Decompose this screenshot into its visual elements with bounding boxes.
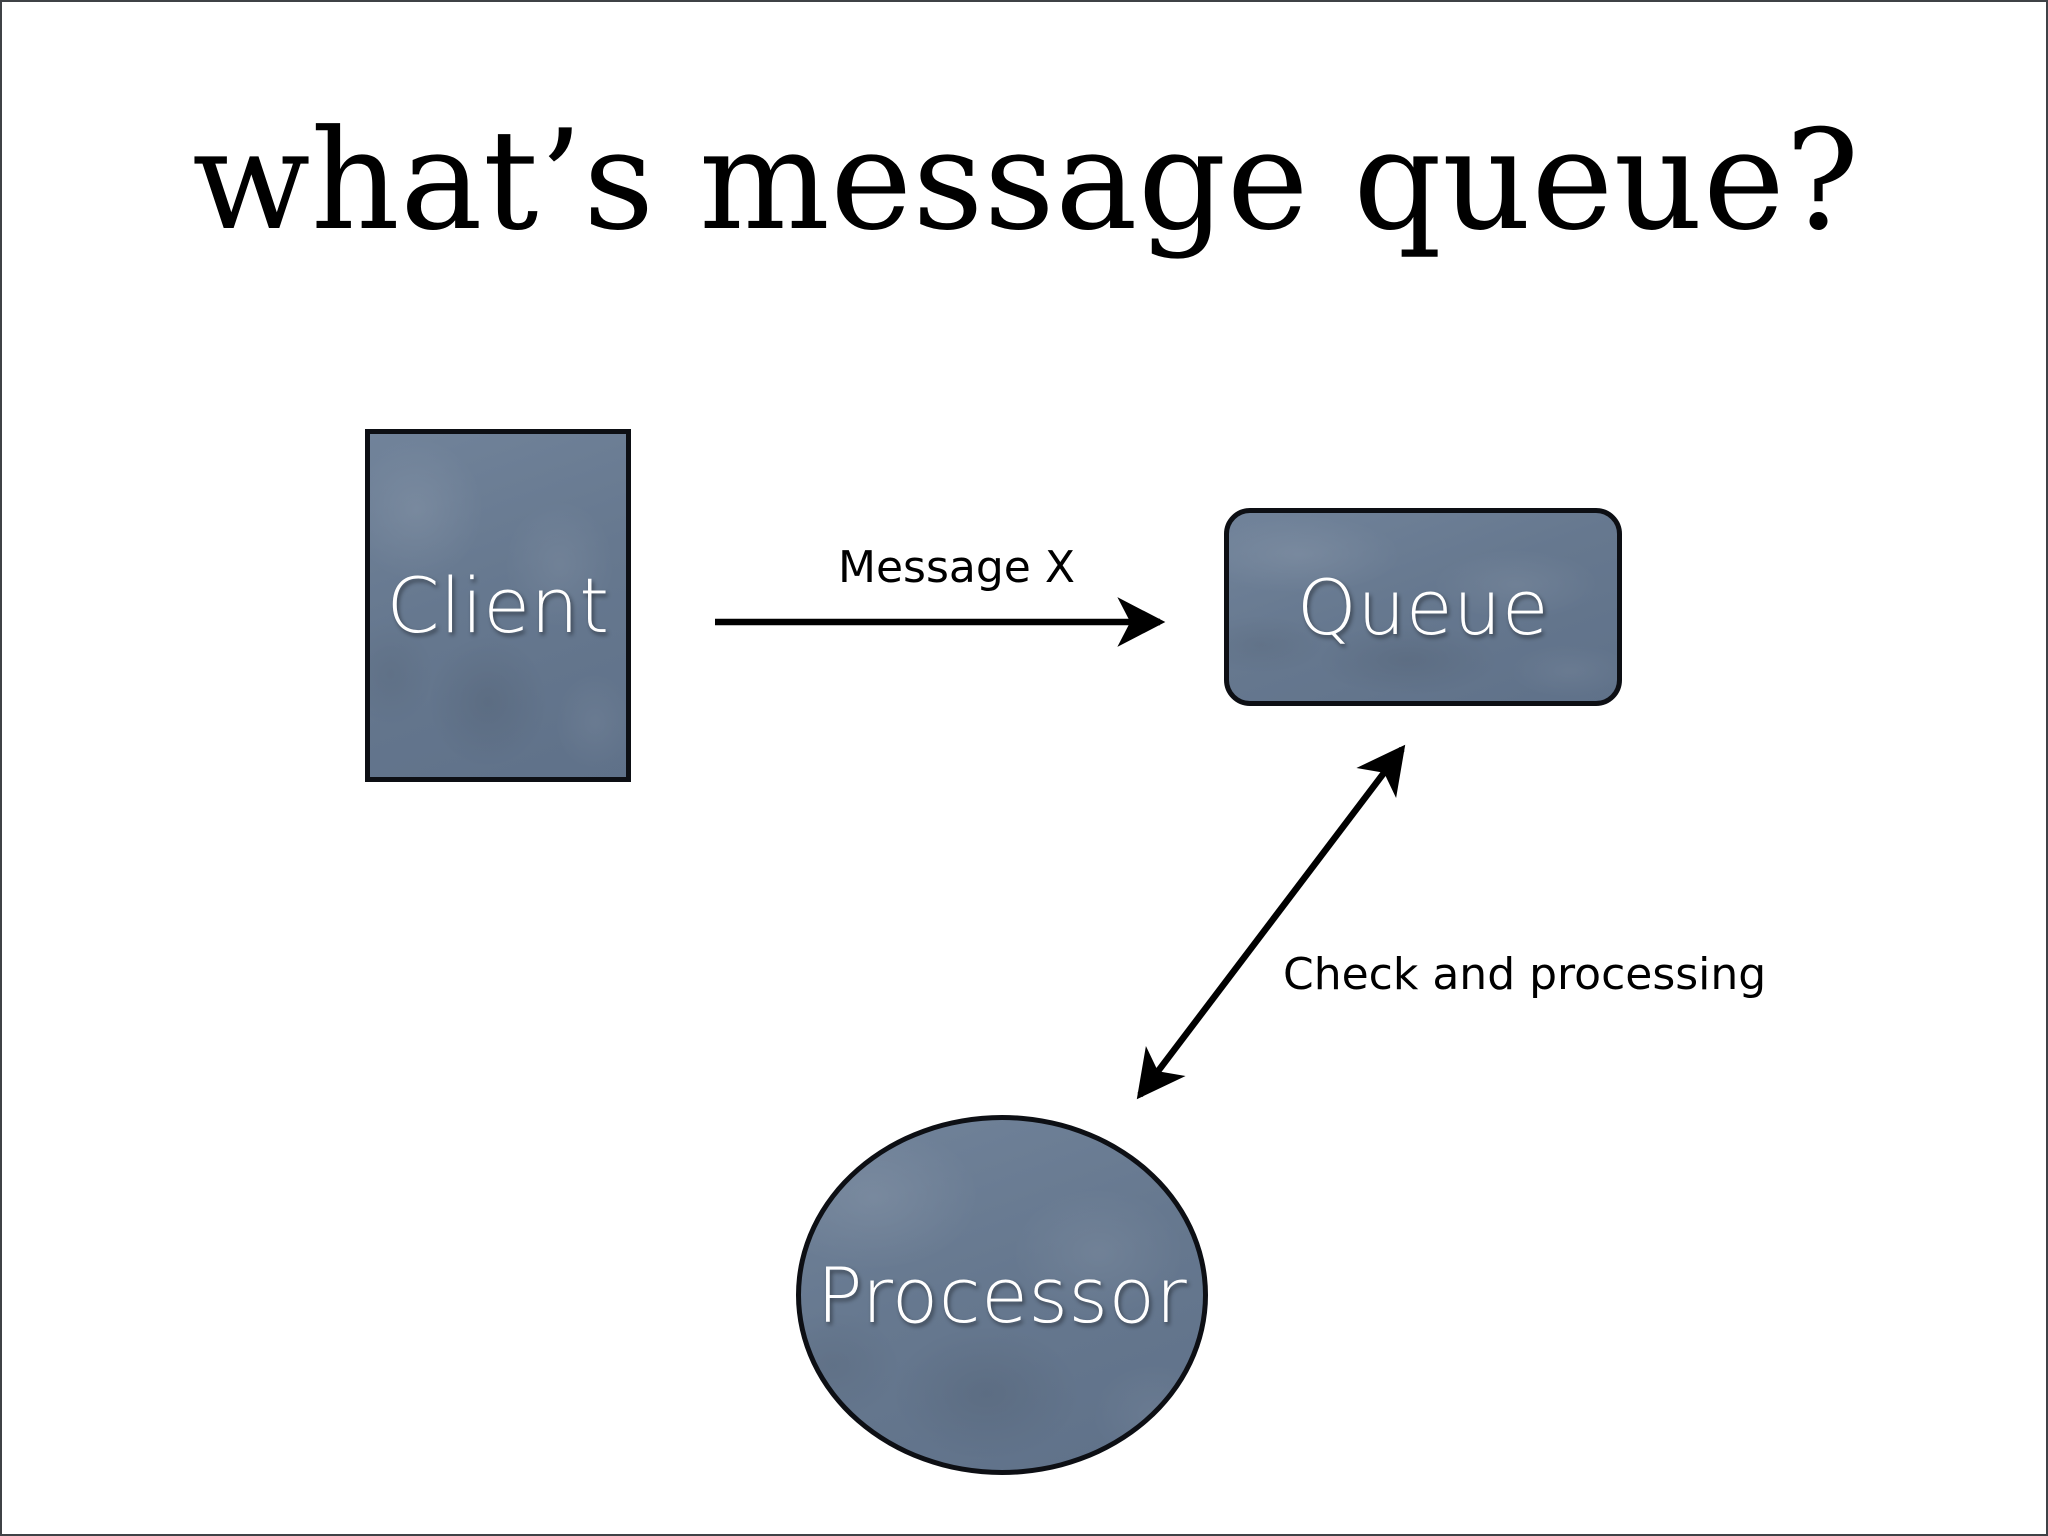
edge-label-check-and-processing: Check and processing xyxy=(1283,949,1767,1000)
arrow-queue-processor xyxy=(1136,744,1406,1100)
node-client-label: Client xyxy=(386,561,610,650)
page-title: what’s message queue? xyxy=(192,100,1860,261)
node-client[interactable]: Client xyxy=(365,429,631,782)
node-processor-label: Processor xyxy=(816,1250,1188,1340)
node-queue-label: Queue xyxy=(1296,562,1550,652)
node-processor[interactable]: Processor xyxy=(796,1115,1208,1475)
node-queue[interactable]: Queue xyxy=(1224,508,1622,706)
edge-label-message-x: Message X xyxy=(838,542,1075,593)
